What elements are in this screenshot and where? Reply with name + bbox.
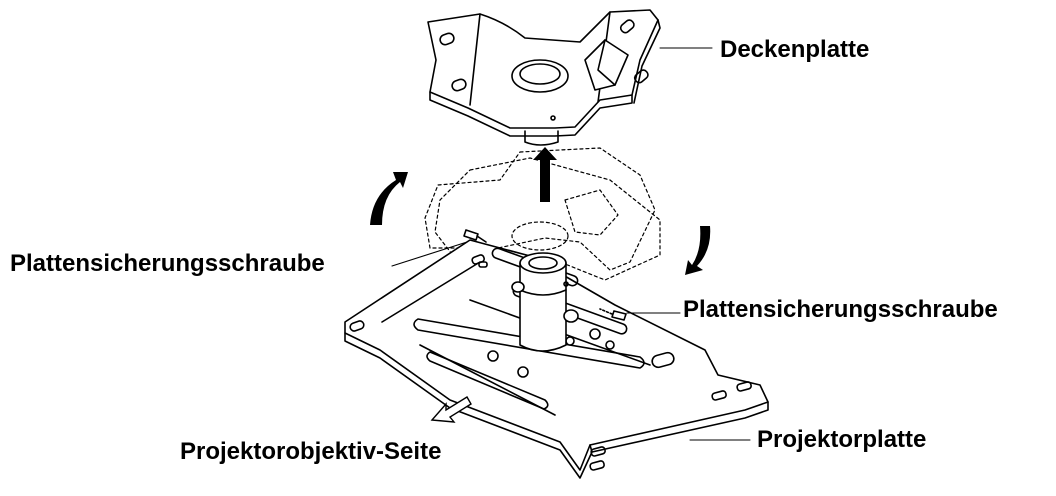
leader-lines [391,47,751,441]
lens-side-label: Projektorobjektiv-Seite [180,438,442,465]
rotate-ccw-arrow [370,172,408,225]
rotate-cw-arrow [685,226,711,275]
lens-direction-arrow [430,396,472,423]
ceiling-plate-drawing [427,9,661,146]
rotation-ghost-outline [424,147,661,281]
plate-screw-left-drawing [463,229,487,243]
lift-up-arrow [533,147,557,202]
plate-screw-right-drawing [599,308,627,321]
plate-screw-right-label: Plattensicherungsschraube [683,296,998,323]
plate-screw-left-label: Plattensicherungsschraube [10,250,325,277]
ceiling-plate-label: Deckenplatte [720,36,870,63]
projector-plate-label: Projektorplatte [757,426,927,453]
mount-cylinder-drawing [511,252,579,352]
